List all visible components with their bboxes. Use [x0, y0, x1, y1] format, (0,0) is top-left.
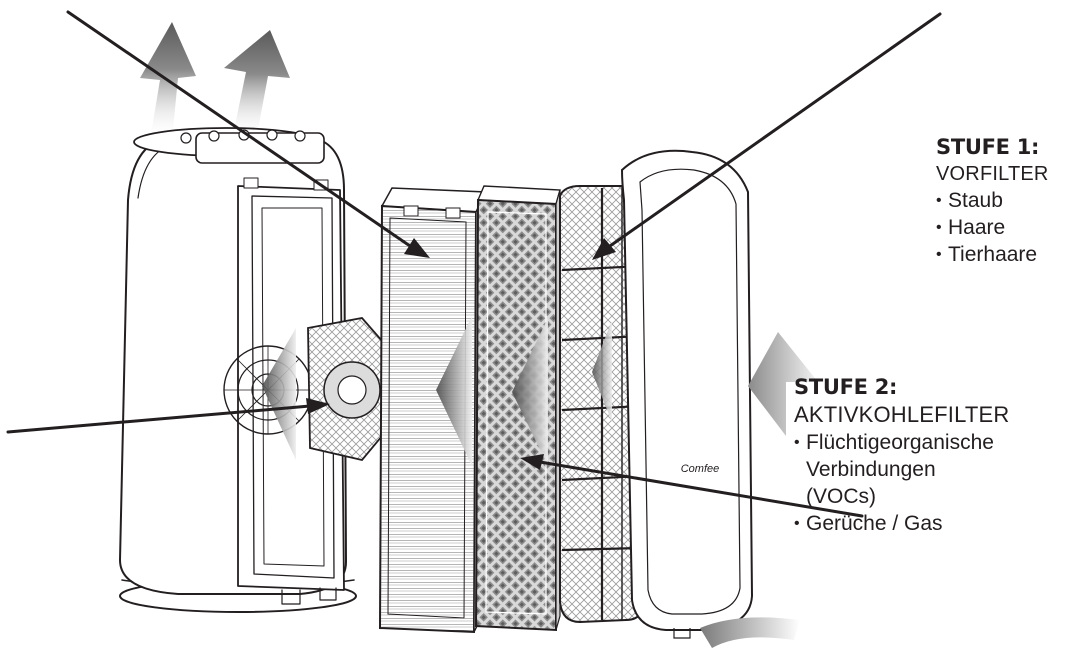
stage-2-title: STUFE 2: — [794, 375, 898, 399]
cover-emblem: Comfee — [681, 463, 720, 475]
airflow-arrow-fan — [262, 328, 296, 460]
fan-assembly — [223, 317, 393, 462]
stage-2-item: •Gerüche / Gas — [794, 512, 943, 535]
pointer-lines — [6, 10, 942, 518]
air-outflow-arrow-right — [224, 30, 290, 140]
airflow-arrow-bottom-intake — [700, 617, 800, 648]
stage-1-item: •Haare — [936, 216, 1006, 239]
stage-1-legend: STUFE 1: VORFILTER •Staub •Haare •Tierha… — [936, 135, 1049, 266]
airflow-arrow-cover-intake — [748, 332, 818, 436]
stage-1-filter-name: VORFILTER — [936, 163, 1049, 185]
stage-1-item: •Tierhaare — [936, 243, 1038, 266]
stage-2-item-continuation: (VOCs) — [806, 485, 876, 508]
airflow-arrow-prefilter — [592, 320, 612, 422]
pre-filter-panel — [559, 185, 645, 624]
airflow-arrow-hepa — [436, 316, 472, 466]
stage-2-filter-name: AKTIVKOHLEFILTER — [794, 402, 1010, 427]
stage-2-item: •Flüchtigeorganische — [794, 431, 994, 454]
stage-1-title: STUFE 1: — [936, 135, 1040, 159]
stage-1-item: •Staub — [936, 189, 1003, 212]
stage-2-legend: STUFE 2: AKTIVKOHLEFILTER •Flüchtigeorga… — [794, 375, 1010, 535]
stage-2-item-continuation: Verbindungen — [806, 458, 936, 481]
airflow-arrow-carbon — [512, 318, 548, 466]
